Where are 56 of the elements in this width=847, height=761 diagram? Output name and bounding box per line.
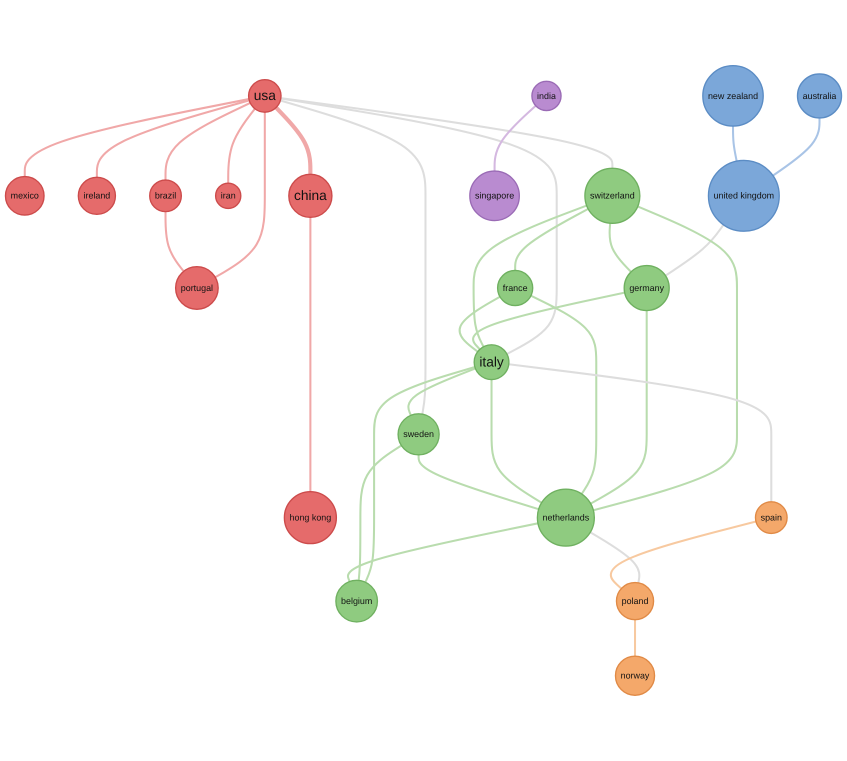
connector	[358, 444, 402, 581]
node-circle: spain	[754, 501, 788, 534]
connector	[164, 102, 251, 180]
connector	[610, 520, 756, 590]
connector	[280, 97, 614, 168]
node-circle: mexico	[4, 176, 45, 216]
connector	[593, 206, 738, 512]
connector	[772, 118, 821, 176]
connector	[494, 104, 536, 172]
connector	[227, 108, 256, 184]
node-circle: italy	[474, 344, 510, 380]
node-circle: poland	[616, 582, 654, 620]
connector	[472, 292, 625, 350]
connector	[280, 100, 426, 414]
node-circle: india	[531, 80, 562, 112]
connector	[164, 212, 185, 272]
connector	[309, 217, 312, 492]
node-circle: china	[288, 174, 333, 218]
node-circle: france	[496, 270, 534, 306]
node-circle: hong kong	[284, 490, 338, 544]
connector	[634, 620, 636, 656]
connector	[418, 454, 539, 510]
node-circle: brazil	[149, 179, 182, 212]
connector	[274, 106, 312, 174]
node-circle: germany	[624, 264, 670, 312]
connector	[732, 126, 738, 162]
connector	[508, 363, 772, 502]
node-circle: ireland	[78, 176, 116, 216]
connector	[472, 204, 588, 348]
node-circle: portugal	[174, 266, 219, 310]
connector	[458, 296, 500, 352]
node-circle: sweden	[397, 413, 440, 456]
node-circle: iran	[214, 182, 242, 210]
node-circle: norway	[614, 656, 656, 696]
connector	[24, 98, 250, 177]
node-circle: new zealand	[702, 65, 764, 127]
connector	[590, 531, 640, 584]
connector	[490, 380, 542, 504]
connector	[407, 368, 476, 416]
node-circle: usa	[248, 79, 282, 113]
connector	[514, 208, 589, 270]
node-circle: switzerland	[584, 168, 640, 224]
connector	[590, 310, 648, 505]
node-circle: united kingdom	[708, 160, 780, 232]
node-circle: belgium	[335, 580, 378, 623]
connector	[214, 112, 266, 278]
node-circle: australia	[796, 73, 842, 119]
node-circle: netherlands	[536, 488, 595, 547]
connector	[347, 522, 538, 582]
connector	[664, 224, 724, 276]
connector	[530, 294, 598, 494]
connector	[608, 223, 632, 273]
node-circle: singapore	[469, 170, 520, 222]
connector	[280, 98, 558, 355]
connector	[364, 366, 476, 583]
connector	[96, 99, 250, 178]
